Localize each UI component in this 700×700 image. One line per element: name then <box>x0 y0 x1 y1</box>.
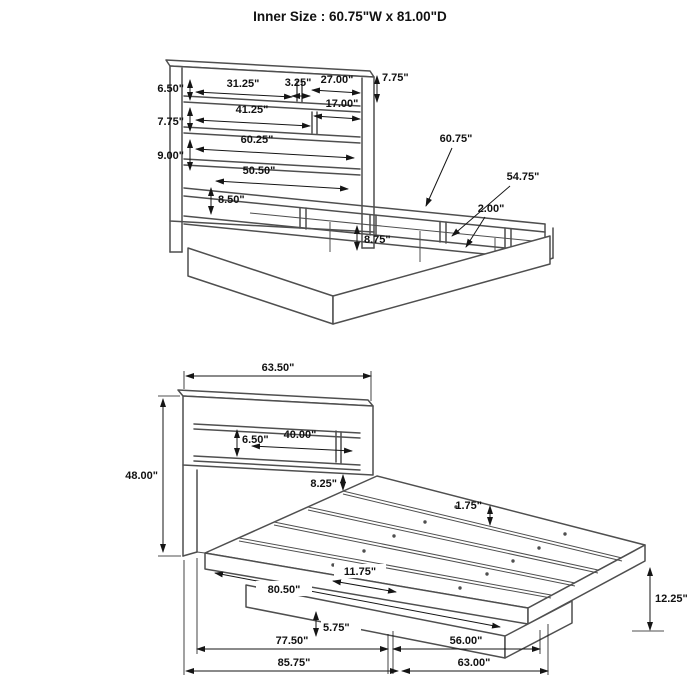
dim-shelf-opening-height: 6.50" <box>157 83 184 95</box>
upper-view: 7.75" 6.50" 31.25" 3.25" 27.00" 41.25" 1… <box>157 59 554 325</box>
dim-leg-height: 8.50" <box>218 194 245 206</box>
dim-deck-length: 80.50" <box>268 584 301 596</box>
dim-headboard-width: 63.50" <box>262 362 295 374</box>
dim-inner-width-callout: 60.75" <box>440 133 473 145</box>
dim-inner-width: 60.25" <box>241 134 274 146</box>
dim-second-row-height: 7.75" <box>157 116 184 128</box>
dim-rail-length-callout: 54.75" <box>507 171 540 183</box>
dim-between-legs-width: 50.50" <box>243 165 276 177</box>
dim-second-right-width: 17.00" <box>326 98 359 110</box>
upper-dimensions: 7.75" 6.50" 31.25" 3.25" 27.00" 41.25" 1… <box>157 72 540 251</box>
dim-slat-thickness: 1.75" <box>455 500 482 512</box>
dim-second-shelf-width: 41.25" <box>236 104 269 116</box>
dim-right-shelf-width: 27.00" <box>321 74 354 86</box>
dim-headboard-height: 48.00" <box>125 470 158 482</box>
dim-third-row-height: 9.00" <box>157 150 184 162</box>
dim-base-width: 56.00" <box>450 635 483 647</box>
headboard <box>165 59 375 253</box>
dim-headboard-top-height: 7.75" <box>382 72 409 84</box>
dim-deck-to-shelf: 8.25" <box>310 478 337 490</box>
dim-shelf-width: 40.00" <box>284 429 317 441</box>
dim-overall-width: 63.00" <box>458 657 491 669</box>
headboard-side <box>177 389 374 557</box>
platform-base <box>187 235 551 325</box>
dim-rail-height: 8.75" <box>364 234 391 246</box>
page-title: Inner Size : 60.75"W x 81.00"D <box>253 9 447 24</box>
lower-dimensions: 63.50" 48.00" 6.50" 40.00" 8.25" 1.75" 8… <box>125 362 688 675</box>
lower-view: 63.50" 48.00" 6.50" 40.00" 8.25" 1.75" 8… <box>125 362 688 675</box>
dim-shelf-height: 6.50" <box>242 434 269 446</box>
dim-base-length: 77.50" <box>276 635 309 647</box>
dim-slat-spacing: 11.75" <box>344 566 376 578</box>
dim-divider-width: 3.25" <box>285 77 312 89</box>
dim-overall-length: 85.75" <box>278 657 311 669</box>
dim-rail-lip-callout: 2.00" <box>478 203 505 215</box>
dim-left-shelf-width: 31.25" <box>227 78 260 90</box>
bed-frame-rails <box>183 187 554 262</box>
dim-base-height: 5.75" <box>323 622 350 634</box>
dim-deck-height: 12.25" <box>655 593 688 605</box>
